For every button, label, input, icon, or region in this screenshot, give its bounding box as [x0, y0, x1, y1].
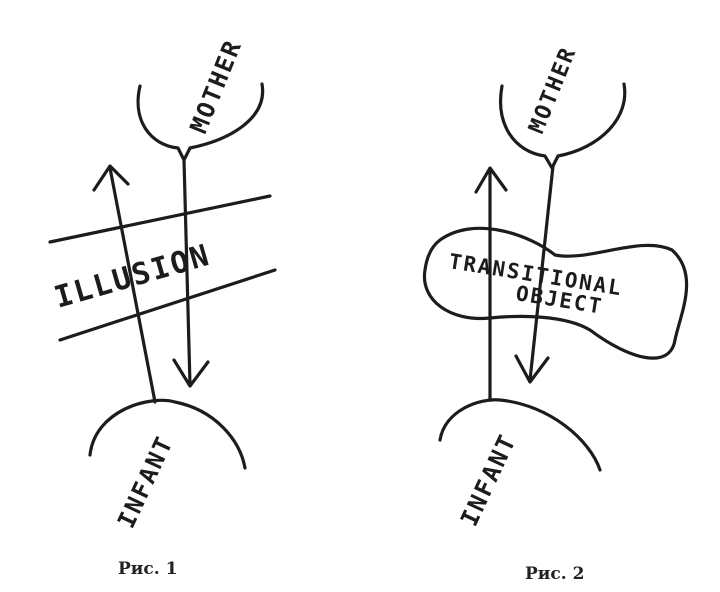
figure-1: MOTHER ILLUSION INFANT Рис. 1	[48, 35, 277, 579]
transitional-object-blob	[422, 226, 689, 360]
illusion-line-top	[48, 194, 272, 244]
illusion-line-bottom	[58, 268, 277, 342]
infant-label: INFANT	[112, 431, 179, 532]
mother-label: MOTHER	[185, 35, 248, 137]
infant-curve	[88, 398, 247, 470]
infant-curve	[438, 398, 602, 472]
up-arrow	[474, 166, 508, 402]
down-arrow	[514, 164, 555, 384]
figure-2: MOTHER TRANSITIONAL OBJECT INFANT Рис. 2	[422, 43, 689, 584]
mother-label: MOTHER	[524, 43, 581, 137]
up-arrow	[92, 164, 157, 404]
infant-label: INFANT	[455, 429, 522, 530]
down-arrow	[172, 158, 210, 388]
figure-2-caption: Рис. 2	[525, 564, 584, 584]
illusion-label: ILLUSION	[51, 238, 215, 316]
figure-1-caption: Рис. 1	[118, 559, 177, 579]
mother-breast-curve	[136, 82, 265, 162]
